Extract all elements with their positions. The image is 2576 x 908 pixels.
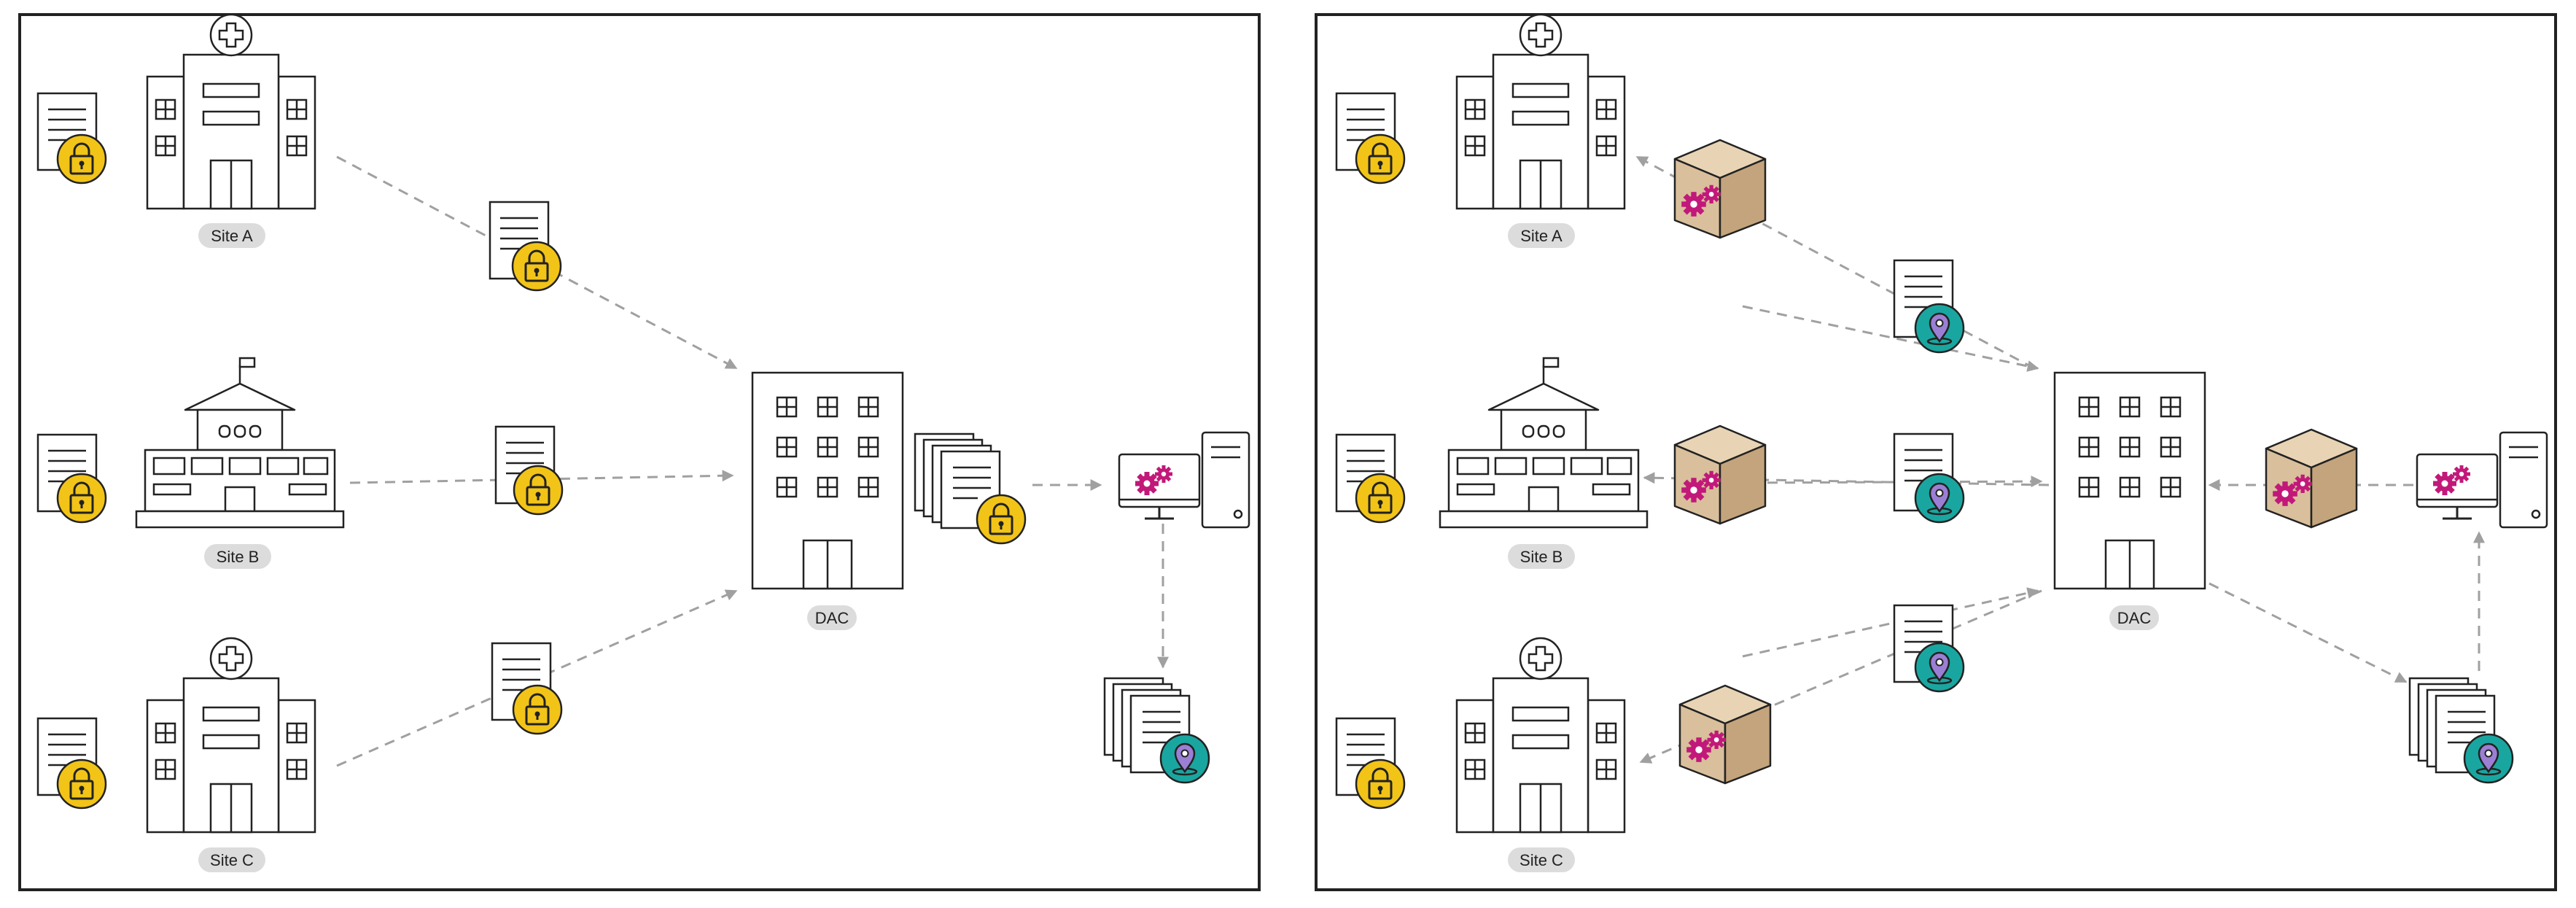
panel-left: Site A Site B [18,13,1261,891]
site-c-result-document-icon [1893,604,1965,693]
site-c-transfer-document-icon [491,642,563,735]
site-b-label: Site B [1520,548,1563,566]
site-a-label: Site A [1520,227,1563,245]
site-c-group: Site C [36,638,563,872]
analysis-model-package-icon [2266,430,2357,527]
dac-group-left: DAC [752,373,1027,630]
site-b-label-pill [1508,544,1575,569]
arrow-site-c-results-to-dac [1742,587,2039,658]
site-b-result-document-icon [1893,432,1965,524]
dac-label-pill [2109,605,2159,630]
site-b-transfer-document-icon [494,425,564,516]
arrow-site-a-to-dac [336,155,738,370]
site-a-group: Site A [36,15,562,292]
site-a-group-right: Site A [1335,15,1965,354]
site-a-private-document-icon [36,92,107,185]
dac-building-icon [2055,373,2205,589]
site-c-private-document-icon [1335,717,1406,810]
site-a-model-package-icon [1675,140,1765,238]
site-b-group: Site B [36,357,564,569]
site-b-group-right: Site B [1335,357,1965,569]
arrow-site-a-results-to-dac [1742,305,2039,372]
arrow-dac-to-results [2209,582,2408,683]
site-b-model-package-icon [1675,426,1765,524]
site-c-label: Site C [1519,851,1563,869]
dac-group-right: DAC [2055,373,2205,630]
site-c-model-package-icon [1680,686,1770,783]
site-c-group-right: Site C [1335,604,1965,872]
dac-label-pill [807,605,857,630]
site-c-label: Site C [210,851,254,869]
site-c-label-pill [1508,847,1575,872]
site-a-label: Site A [211,227,253,245]
site-b-label: Site B [217,548,260,566]
dac-label: DAC [815,609,849,627]
dac-building-icon [752,373,903,589]
arrow-site-b-to-dac [349,470,734,484]
site-b-private-document-icon [1335,433,1406,524]
site-a-label-pill [1508,223,1575,248]
arrow-dac-to-site-c [1639,589,2042,764]
dac-label: DAC [2117,609,2152,627]
site-a-label-pill [198,223,265,248]
site-c-label-pill [198,847,265,872]
site-b-private-document-icon [36,433,107,524]
site-c-private-document-icon [36,717,107,810]
site-a-private-document-icon [1335,92,1406,185]
site-b-label-pill [204,544,271,569]
panel-right: Site A Site B [1315,13,2557,891]
